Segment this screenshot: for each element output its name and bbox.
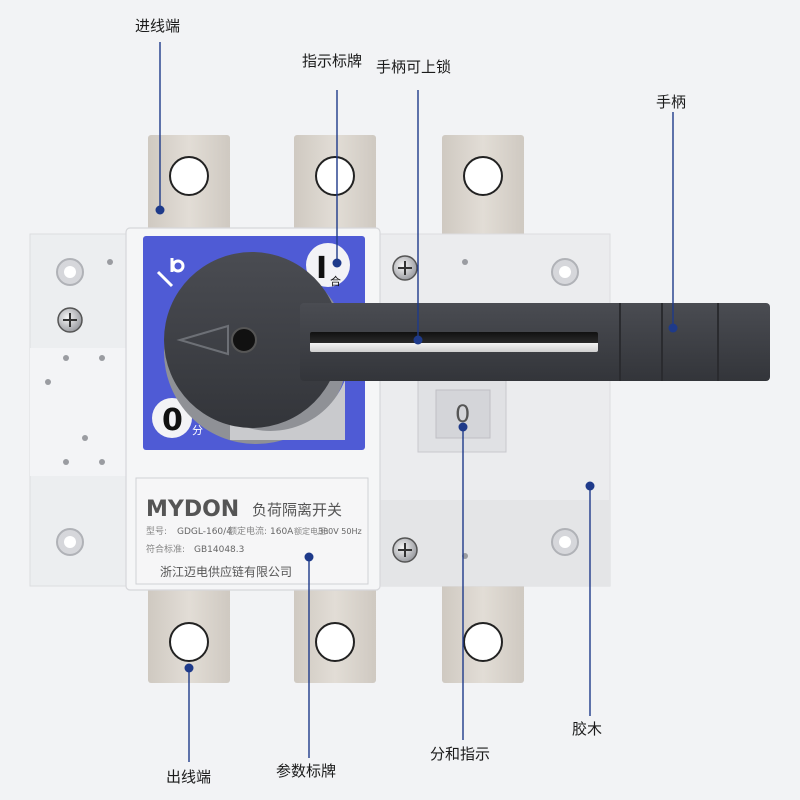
product-name: 负荷隔离开关: [252, 501, 342, 519]
top-terminal-mid-hole: [315, 156, 355, 196]
callout-on-off-indicator: 分和指示: [430, 745, 491, 763]
current-value: 160A: [270, 527, 294, 537]
callout-handle: 手柄: [656, 93, 687, 111]
status-window: 0: [417, 379, 507, 453]
callout-incoming-terminal: 进线端: [135, 17, 181, 35]
indicator-off: 0 分: [152, 398, 203, 438]
indicator-on: I 合: [306, 243, 350, 288]
top-terminal-left-hole: [169, 156, 209, 196]
off-label: 分: [192, 424, 203, 437]
screws: [57, 255, 418, 563]
model-label: 型号:: [146, 526, 167, 537]
top-terminal-right-hole: [463, 156, 503, 196]
standard-label: 符合标准:: [146, 543, 185, 555]
voltage-label: 额定电压:: [294, 526, 329, 536]
brand-logo: MYDON: [146, 497, 239, 522]
bottom-terminal-mid-hole: [315, 622, 355, 662]
callout-handle-lockable: 手柄可上锁: [376, 58, 452, 76]
current-label: 额定电流:: [228, 525, 267, 537]
callout-bakelite: 胶木: [572, 720, 603, 738]
parameter-plate: MYDON 负荷隔离开关 型号: GDGL-160/4 额定电流: 160A 额…: [135, 477, 369, 585]
callout-parameter-plate: 参数标牌: [276, 762, 337, 780]
voltage-value: 380V 50Hz: [318, 527, 362, 536]
callout-lines: [155, 42, 678, 762]
small-dots: [45, 259, 468, 559]
standard-value: GB14048.3: [194, 545, 244, 555]
outgoing-terminals: [148, 575, 524, 683]
bottom-terminal-left-hole: [169, 622, 209, 662]
model-value: GDGL-160/4: [177, 527, 232, 537]
status-window-symbol: 0: [455, 400, 470, 428]
lock-symbol-icon: [156, 258, 185, 288]
off-symbol: 0: [162, 403, 183, 438]
handle-assembly[interactable]: [164, 252, 770, 444]
bottom-terminal-right-hole: [463, 622, 503, 662]
incoming-terminals: [148, 135, 524, 255]
handle-lock-slot[interactable]: [310, 332, 598, 352]
company-name: 浙江迈电供应链有限公司: [160, 564, 292, 579]
callout-indicator-plate: 指示标牌: [302, 52, 363, 70]
callout-outgoing-terminal: 出线端: [166, 768, 212, 786]
on-label: 合: [330, 274, 341, 288]
mounting-holes: [56, 258, 579, 556]
on-symbol: I: [316, 251, 327, 286]
